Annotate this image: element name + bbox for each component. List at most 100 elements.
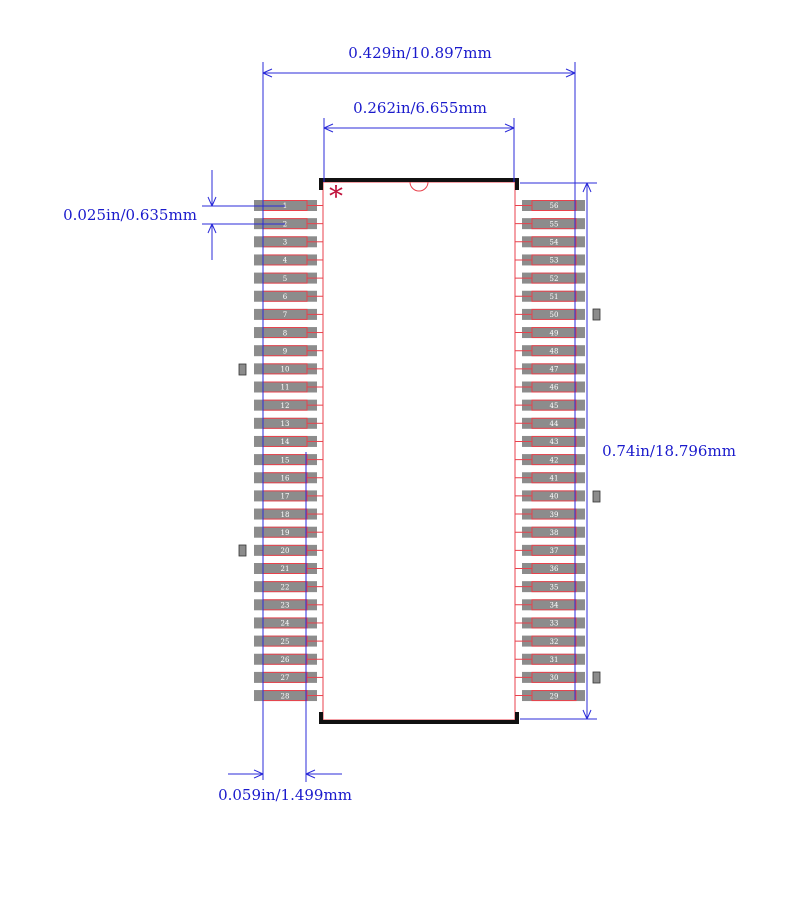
pin-number: 25	[281, 638, 290, 646]
pad-right-33: 33	[515, 617, 585, 629]
right-fiducial-1	[592, 308, 601, 321]
pad-left-25: 25	[254, 635, 323, 647]
pin-number: 29	[550, 692, 559, 700]
pin-number: 10	[281, 366, 290, 374]
pin-number: 30	[550, 674, 559, 682]
pin-number: 16	[281, 474, 290, 482]
pin-number: 37	[550, 547, 559, 555]
pin-number: 12	[281, 402, 290, 410]
pad-right-29: 29	[515, 690, 585, 702]
pin-number: 40	[550, 493, 559, 501]
pad-right-42: 42	[515, 454, 585, 466]
pad-left-10: 10	[254, 363, 323, 375]
pad-right-49: 49	[515, 327, 585, 339]
body-top-edge	[321, 178, 519, 182]
pin-number: 36	[550, 565, 559, 573]
pin-number: 48	[550, 347, 559, 355]
pad-left-16: 16	[254, 472, 323, 484]
pad-left-5: 5	[254, 272, 323, 284]
pad-left-27: 27	[254, 671, 323, 683]
pad-right-45: 45	[515, 399, 585, 411]
pad-left-20: 20	[254, 544, 323, 556]
pad-right-31: 31	[515, 653, 585, 665]
pad-right-52: 52	[515, 272, 585, 284]
pin-number: 31	[550, 656, 559, 664]
pin-number: 35	[550, 583, 559, 591]
pad-left-15: 15	[254, 454, 323, 466]
pin-number: 19	[281, 529, 290, 537]
body-width-label: 0.262in/6.655mm	[353, 99, 487, 117]
pin-number: 27	[281, 674, 290, 682]
body-top-left-corner	[319, 178, 323, 190]
pad-length-label: 0.059in/1.499mm	[218, 786, 352, 804]
pad-right-30: 30	[515, 671, 585, 683]
pin-number: 49	[550, 329, 559, 337]
pad-right-34: 34	[515, 599, 585, 611]
pin-number: 54	[550, 239, 559, 247]
pin-number: 6	[283, 293, 288, 301]
pad-left-19: 19	[254, 526, 323, 538]
body-bottom-right-corner	[515, 712, 519, 724]
pad-left-13: 13	[254, 417, 323, 429]
pad-left-4: 4	[254, 254, 323, 266]
pin-number: 26	[281, 656, 290, 664]
pitch-label: 0.025in/0.635mm	[63, 206, 197, 224]
pin-number: 20	[281, 547, 290, 555]
pad-left-28: 28	[254, 690, 323, 702]
pin-number: 14	[281, 438, 290, 446]
pad-right-47: 47	[515, 363, 585, 375]
pad-left-11: 11	[254, 381, 323, 393]
pad-right-44: 44	[515, 417, 585, 429]
pin1-notch	[409, 181, 429, 192]
pad-left-8: 8	[254, 327, 323, 339]
pad-left-7: 7	[254, 308, 323, 320]
body-bottom-left-corner	[319, 712, 323, 724]
pad-right-56: 56	[515, 200, 585, 211]
pin-number: 43	[550, 438, 559, 446]
pin-number: 46	[550, 384, 559, 392]
pin-number: 7	[283, 311, 287, 319]
pin-number: 53	[550, 257, 559, 265]
package-outline	[322, 181, 516, 721]
pad-right-35: 35	[515, 581, 585, 593]
pad-left-22: 22	[254, 581, 323, 593]
pin-number: 8	[283, 329, 287, 337]
pad-left-21: 21	[254, 563, 323, 574]
pad-right-50: 50	[515, 308, 585, 320]
pin-number: 11	[281, 384, 290, 392]
pin-number: 34	[550, 602, 559, 610]
pin-number: 9	[283, 347, 287, 355]
pin-number: 18	[281, 511, 290, 519]
pad-left-26: 26	[254, 653, 323, 665]
body-length-label: 0.74in/18.796mm	[602, 442, 736, 460]
pad-right-53: 53	[515, 254, 585, 266]
pin-number: 33	[550, 620, 559, 628]
pad-rows: 1234567891011121314151617181920212223242…	[254, 200, 585, 702]
pin-number: 17	[281, 493, 290, 501]
right-fiducial-2	[592, 490, 601, 503]
pad-right-39: 39	[515, 508, 585, 520]
pad-right-46: 46	[515, 381, 585, 393]
pin-number: 44	[550, 420, 559, 428]
pin-number: 21	[281, 565, 290, 573]
pin-number: 41	[550, 474, 559, 482]
pin-number: 56	[550, 202, 559, 210]
pad-right-40: 40	[515, 490, 585, 502]
body-bottom-edge	[321, 720, 519, 724]
pad-right-48: 48	[515, 345, 585, 357]
pin-number: 42	[550, 456, 559, 464]
pad-left-17: 17	[254, 490, 323, 502]
pad-left-6: 6	[254, 290, 323, 302]
pad-left-18: 18	[254, 508, 323, 520]
pad-right-43: 43	[515, 435, 585, 447]
pin-number: 23	[281, 602, 290, 610]
pin-number: 4	[283, 257, 288, 265]
pad-left-14: 14	[254, 435, 323, 447]
pad-left-24: 24	[254, 617, 323, 629]
pin-number: 52	[550, 275, 559, 283]
pad-right-38: 38	[515, 526, 585, 538]
pin-number: 32	[550, 638, 559, 646]
pin-number: 3	[283, 239, 287, 247]
